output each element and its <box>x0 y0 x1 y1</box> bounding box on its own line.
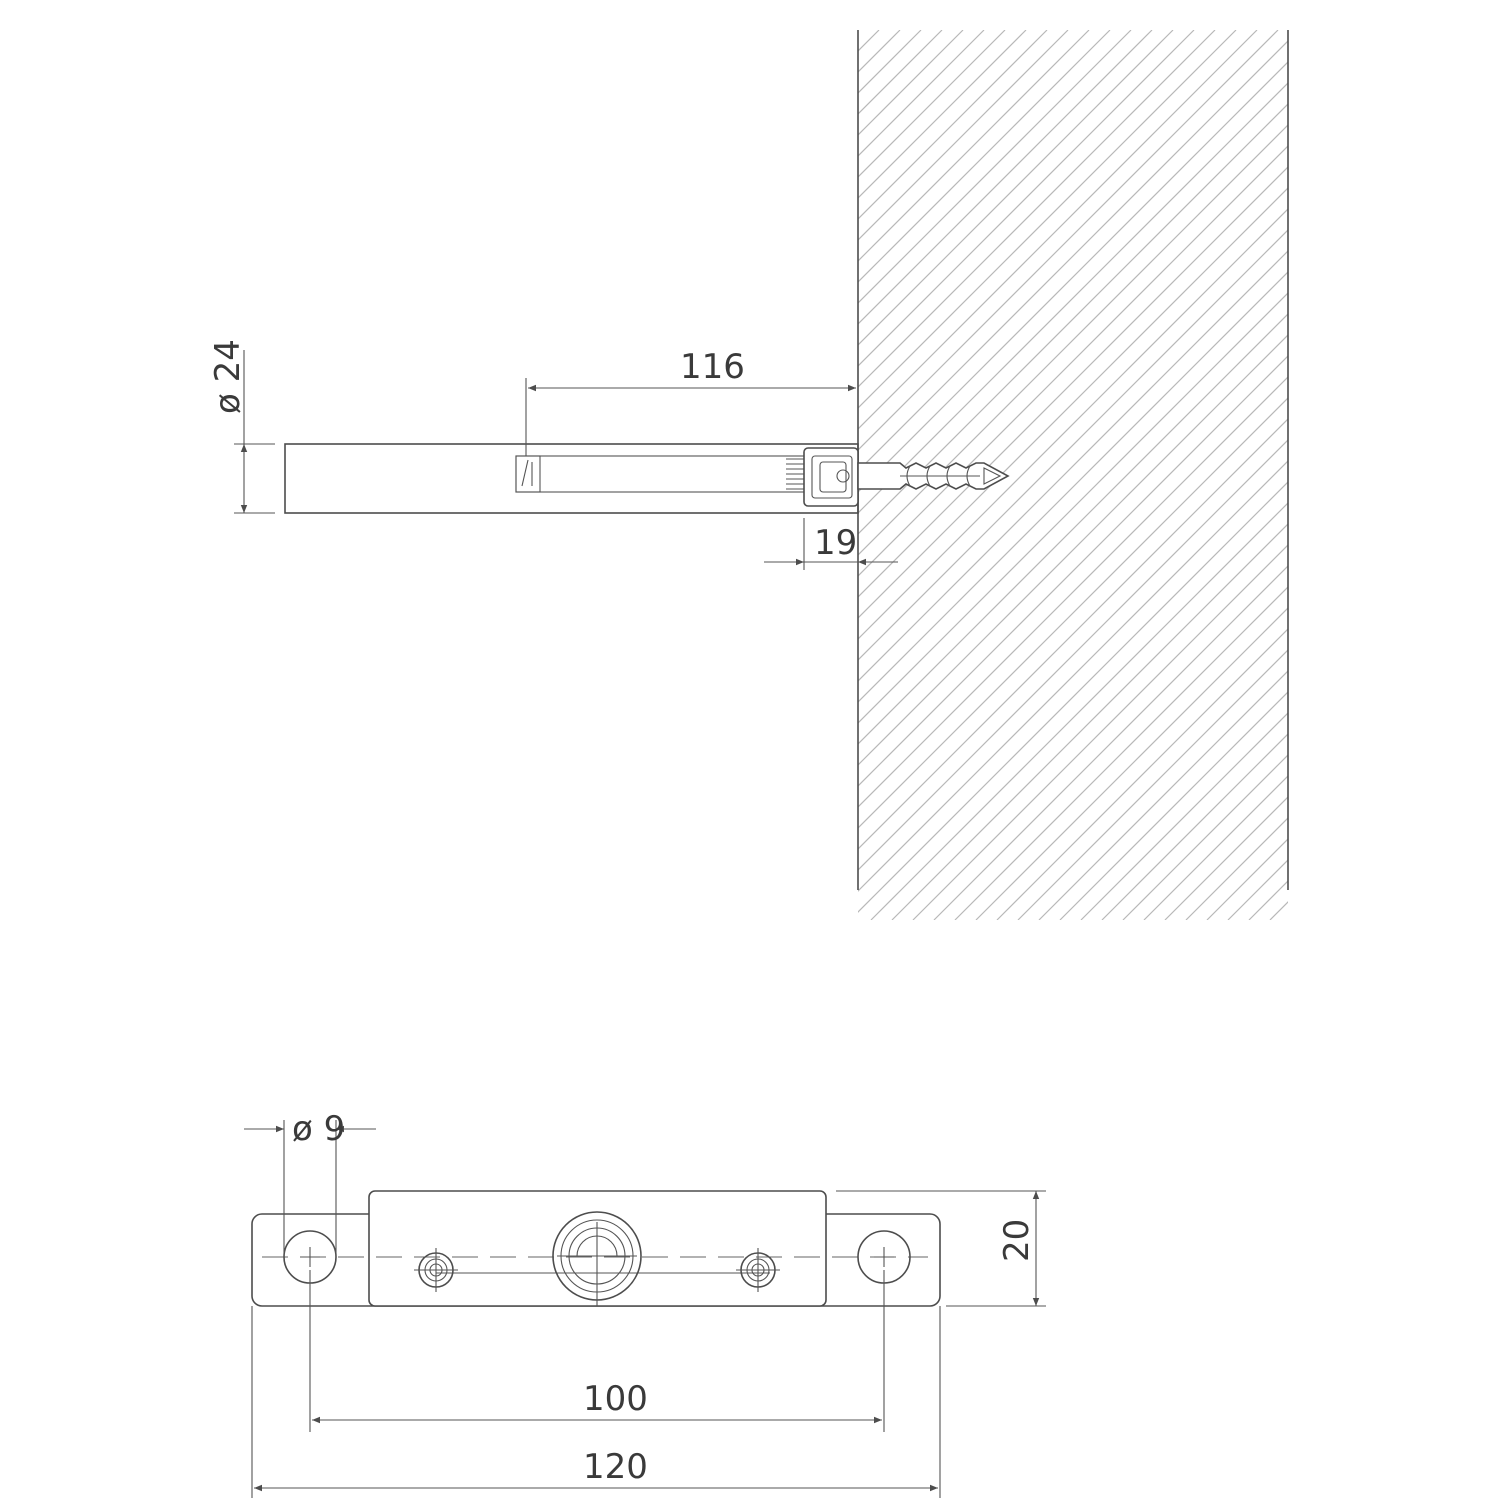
dimension-length-120: 120 <box>251 1306 941 1498</box>
hatch-line <box>858 250 1288 682</box>
hatch-line <box>858 30 1237 409</box>
hatch-line <box>870 502 1288 920</box>
dimension-length-116: 116 <box>525 347 856 456</box>
hatch-line <box>1185 817 1288 920</box>
dim-label-20: 20 <box>997 1219 1037 1262</box>
hatch-line <box>858 30 1216 388</box>
hatch-line <box>1291 30 1500 920</box>
hatch-line <box>858 30 1090 262</box>
end-cap-detail <box>521 459 529 487</box>
hatch-line <box>858 376 1288 808</box>
hatch-line <box>858 30 901 73</box>
hatch-line <box>858 418 1288 850</box>
hatch-line <box>858 30 1174 346</box>
hatch-line <box>858 355 1288 787</box>
hatch-line <box>1059 691 1288 920</box>
dimension-diameter-9: ø 9 <box>244 1109 376 1257</box>
hatch-line <box>858 40 1288 472</box>
hatch-line <box>858 30 1069 241</box>
hatch-line <box>858 229 1288 661</box>
hatch-line <box>858 30 1111 283</box>
hatch-line <box>858 30 880 52</box>
wall-plug <box>857 462 1010 490</box>
hatch-line <box>858 481 1288 913</box>
hatch-line <box>975 607 1288 920</box>
dimension-diameter-24: ø 24 <box>208 339 275 514</box>
hatch-line <box>1017 649 1288 920</box>
dim-label-diameter-24: ø 24 <box>208 339 248 414</box>
hatch-line <box>858 30 1258 430</box>
hatch-line <box>858 30 1048 220</box>
dimension-height-20: 20 <box>836 1190 1046 1307</box>
hatch-line <box>858 460 1288 892</box>
hatch-line <box>1206 838 1288 920</box>
hatch-line <box>858 30 1195 367</box>
hatch-line <box>996 628 1288 920</box>
rod-end-cap <box>515 455 541 493</box>
wall-section <box>857 30 1500 920</box>
hatch-line <box>858 271 1288 703</box>
dim-label-116: 116 <box>680 347 745 387</box>
hatch-line <box>858 30 1132 304</box>
hatch-line <box>1122 754 1288 920</box>
hatch-line <box>1101 733 1288 920</box>
front-view-plate <box>251 1190 941 1307</box>
hatch-line <box>858 30 1027 199</box>
hatch-line <box>858 439 1288 871</box>
dimension-spacing-100: 100 <box>309 1270 885 1432</box>
rod-tube <box>284 443 859 514</box>
hatch-line <box>1080 712 1288 920</box>
dim-label-100: 100 <box>583 1379 648 1419</box>
hatch-line <box>858 313 1288 745</box>
dimension-depth-19: 19 <box>764 518 898 570</box>
hatch-line <box>858 30 859 31</box>
hatch-line <box>891 523 1288 920</box>
dim-label-diameter-9: ø 9 <box>292 1109 345 1149</box>
hatch-line <box>858 334 1288 766</box>
central-hub <box>552 1211 642 1306</box>
screw-left <box>414 1248 458 1292</box>
plug-tip <box>983 467 1002 485</box>
wall-hatching <box>858 30 1500 920</box>
side-view-rod <box>284 443 859 514</box>
hatch-line <box>858 292 1288 724</box>
screw-right <box>736 1248 780 1292</box>
hatch-line <box>1227 859 1288 920</box>
hatch-line <box>1248 880 1288 920</box>
hatch-line <box>954 586 1288 920</box>
dim-label-19: 19 <box>814 523 857 563</box>
mount-bracket-inner <box>811 455 853 499</box>
hatch-line <box>858 30 1279 451</box>
hatch-line <box>858 30 1153 325</box>
plug-ribs <box>906 465 971 487</box>
hatch-line <box>858 208 1288 640</box>
hatch-line <box>912 544 1288 920</box>
hatch-line <box>1143 775 1288 920</box>
hatch-line <box>858 397 1288 829</box>
screw-head-circle <box>836 469 850 483</box>
hatch-line <box>1038 670 1288 920</box>
mount-screw-head <box>819 461 847 493</box>
dim-label-120: 120 <box>583 1447 648 1487</box>
hatch-line <box>933 565 1288 920</box>
rod-inner-body <box>515 455 817 493</box>
hatch-line <box>858 30 922 94</box>
hatch-line <box>1269 901 1288 920</box>
